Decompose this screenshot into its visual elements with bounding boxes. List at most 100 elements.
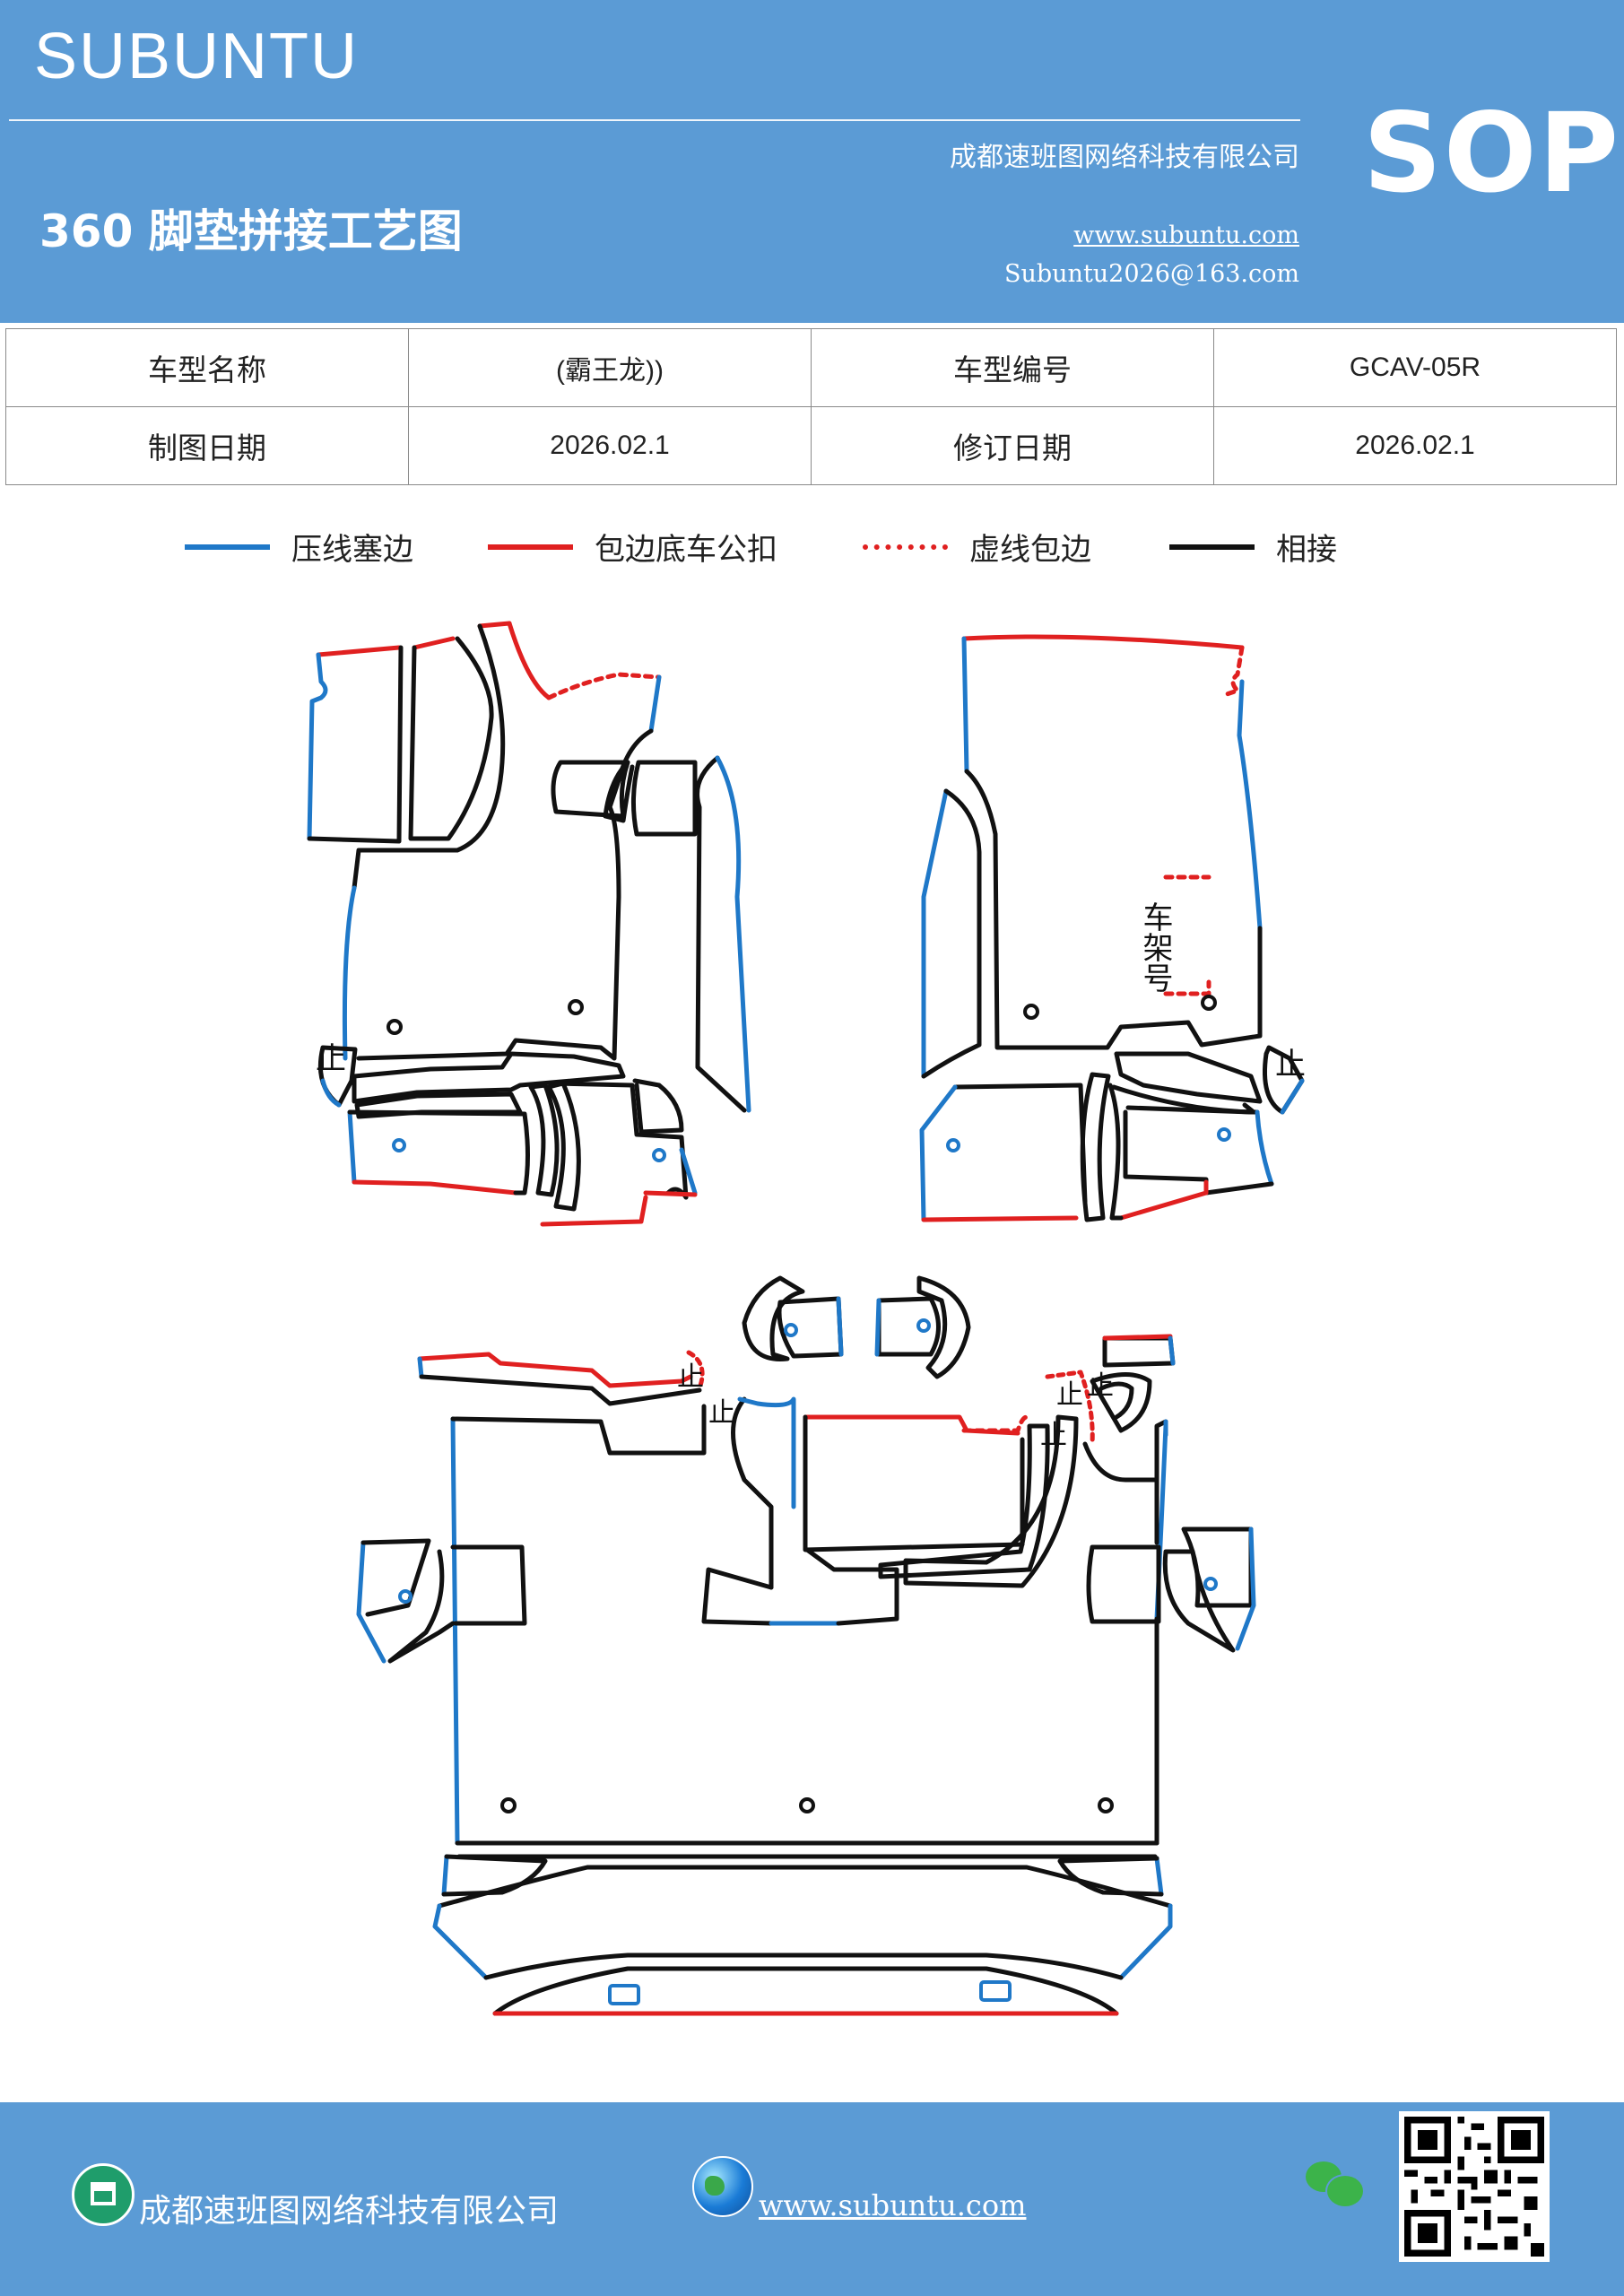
mat-edge <box>450 1416 460 1846</box>
mat-stud <box>386 1019 403 1035</box>
table-cell: 2026.02.1 <box>1213 406 1617 485</box>
mat-edge <box>432 1903 489 1980</box>
legend-swatch-red-dotted <box>863 544 948 550</box>
mat-edge <box>1235 1526 1256 1651</box>
table-cell: 制图日期 <box>5 406 409 485</box>
mat-edge <box>307 645 404 844</box>
legend-item: 包边底车公扣 <box>488 525 777 569</box>
mat-stud-blue <box>652 1148 666 1162</box>
mat-edge <box>921 788 982 1079</box>
legend-item: 虚线包边 <box>863 525 1091 569</box>
mat-edge <box>1255 1109 1274 1187</box>
mat-edge <box>360 1538 431 1617</box>
building-icon <box>72 2163 135 2226</box>
mat-edge <box>1280 1078 1305 1115</box>
mat-edge <box>408 636 494 841</box>
table-cell: GCAV-05R <box>1213 328 1617 407</box>
mat-stud <box>1023 1004 1039 1020</box>
stop-mark: 止 <box>677 1361 704 1393</box>
mat-edge <box>961 634 1245 650</box>
front-left-mat-group: 止 <box>307 621 751 1227</box>
trunk-clip-slot <box>979 1980 1012 2002</box>
mat-edge <box>1168 1335 1176 1366</box>
mat-stud-blue <box>392 1138 406 1152</box>
mat-edge <box>903 1414 1079 1588</box>
sop-badge: SOP <box>1363 90 1620 217</box>
mat-edge <box>921 788 949 1079</box>
mat-edge <box>1221 645 1245 698</box>
mat-stud-blue <box>398 1589 413 1604</box>
mat-edge <box>919 1084 958 1222</box>
mat-edge <box>528 1083 560 1197</box>
wechat-icon[interactable] <box>1306 2156 1365 2208</box>
frame-number-label: 车架号 <box>1137 901 1173 993</box>
front-right-mat-group: 车架号 止 <box>919 634 1306 1222</box>
mat-edge <box>507 621 551 700</box>
mat-edge <box>417 1356 424 1379</box>
mat-edge <box>878 1423 1050 1579</box>
mat-edge <box>316 645 402 657</box>
mat-edge <box>352 1051 626 1104</box>
header-email: Subuntu2026@163.com <box>1004 260 1299 288</box>
legend: 压线塞边 包边底车公扣 虚线包边 相接 <box>0 525 1624 570</box>
mat-edge <box>803 1414 1020 1436</box>
mat-edge <box>417 1352 693 1388</box>
mat-stud-blue <box>916 1318 931 1333</box>
header-banner: SUBUNTU 成都速班图网络科技有限公司 360 脚垫拼接工艺图 www.su… <box>0 0 1624 323</box>
mat-edge <box>441 1854 548 1897</box>
table-cell: (霸王龙)) <box>408 328 812 407</box>
mat-edge <box>1045 1370 1095 1447</box>
mat-edge <box>1154 1856 1164 1897</box>
mat-stud <box>799 1797 815 1813</box>
mat-edge <box>347 1109 357 1185</box>
mat-edge <box>352 1179 518 1196</box>
mat-edge <box>876 1296 941 1357</box>
table-row: 车型名称 (霸王龙)) 车型编号 GCAV-05R <box>5 328 1617 407</box>
legend-item: 相接 <box>1169 525 1337 569</box>
qr-code[interactable] <box>1399 2111 1550 2262</box>
mat-edge <box>836 1296 844 1357</box>
stop-mark: 止 <box>316 1041 346 1077</box>
mat-edge <box>804 1547 899 1626</box>
mat-edge <box>777 1296 844 1359</box>
mat-edge <box>742 1275 805 1361</box>
mat-edge <box>643 1190 698 1197</box>
qr-code-pattern <box>1404 2117 1544 2257</box>
mat-edge <box>731 1396 774 1590</box>
mat-edge <box>450 1544 527 1626</box>
mat-edge <box>546 1081 581 1212</box>
mat-edge <box>964 769 1263 1050</box>
mat-stud <box>1098 1797 1114 1813</box>
mat-edge <box>1099 1381 1134 1420</box>
header-website-link[interactable]: www.subuntu.com <box>1073 222 1299 249</box>
mat-edge <box>477 621 512 629</box>
legend-label: 相接 <box>1276 532 1337 568</box>
mat-edge <box>632 1078 684 1135</box>
legend-swatch-black <box>1169 544 1255 550</box>
mat-edge <box>1082 1419 1168 1483</box>
mat-edge <box>701 1567 774 1626</box>
mat-edge <box>450 1404 707 1456</box>
mat-edge <box>1080 1072 1111 1222</box>
mat-edge <box>1102 1335 1176 1368</box>
table-row: 制图日期 2026.02.1 修订日期 2026.02.1 <box>5 406 1617 485</box>
mat-edge <box>492 1966 1119 2016</box>
mat-edge <box>437 1865 1173 1909</box>
mat-edge <box>916 1275 971 1379</box>
mat-edge <box>553 1081 689 1200</box>
mat-edge <box>648 674 662 734</box>
mat-edge <box>1102 1334 1173 1341</box>
mat-edge <box>1237 679 1263 931</box>
mat-edge <box>412 636 456 650</box>
trunk-clip-slot <box>608 1984 640 2005</box>
mat-edge <box>1090 1372 1152 1433</box>
footer-website-link[interactable]: www.subuntu.com <box>759 2188 1027 2222</box>
mat-edge <box>715 755 751 1113</box>
mat-edge <box>1181 1526 1254 1608</box>
mat-edge <box>1118 1903 1173 1980</box>
mat-edge <box>1118 1179 1209 1221</box>
table-cell: 修订日期 <box>811 406 1214 485</box>
footer-banner: 成都速班图网络科技有限公司 www.subuntu.com <box>0 2102 1624 2296</box>
mat-edge <box>342 885 357 1061</box>
globe-icon <box>692 2156 753 2217</box>
